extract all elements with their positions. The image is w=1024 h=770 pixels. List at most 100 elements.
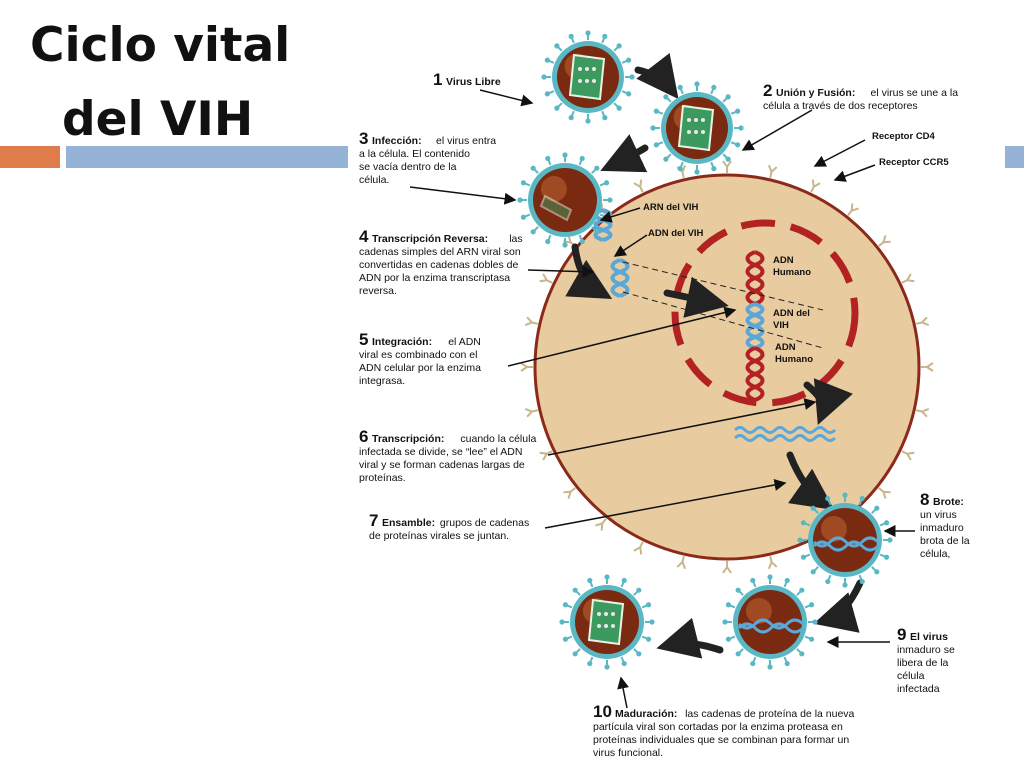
step-description-line: el virus entra [436, 135, 496, 147]
step-number: 3 [359, 129, 368, 148]
step-description-line: las cadenas de proteína de la nueva [685, 708, 854, 720]
step-number: 6 [359, 427, 368, 446]
label-adn-humano-1: ADN [773, 255, 794, 266]
step-description-line: de proteínas virales se juntan. [369, 530, 509, 542]
viral-rna-strands-icon [733, 426, 837, 442]
step-description-line: libera de la [897, 657, 949, 669]
receptor-icon [878, 235, 891, 247]
label-adn-del-vih: ADN del [773, 308, 810, 319]
label-adn-humano-2: ADN [775, 342, 796, 353]
human-dna-bottom-icon [745, 346, 765, 402]
receptor-icon [520, 362, 533, 372]
receptor-icon [524, 408, 539, 418]
label-adn-humano-1b: Humano [773, 267, 811, 278]
step-description-line: célula [897, 670, 925, 682]
step-number: 1 [433, 70, 442, 89]
step-number: 2 [763, 81, 772, 100]
receptor-icon [633, 541, 644, 555]
step-heading: Maduración: [615, 708, 677, 720]
step-description-line: ADN celular por la enzima [359, 362, 481, 374]
step-description-line: célula, [920, 548, 950, 560]
receptor-icon [722, 561, 732, 574]
step-heading: El virus [910, 631, 948, 643]
label-receptor-cd4: Receptor CD4 [872, 131, 936, 142]
step-description-line: virus funcional. [593, 747, 663, 759]
step-description-line: partícula viral son cortadas por la enzi… [593, 721, 843, 733]
receptor-icon [539, 273, 553, 284]
step-number: 5 [359, 330, 368, 349]
receptor-icon [878, 487, 891, 499]
released-virus-icon [722, 574, 818, 670]
binding-virus-icon [650, 81, 744, 175]
step-number: 10 [593, 702, 612, 721]
step-heading: Infección: [372, 135, 422, 147]
entering-virus-icon [517, 152, 613, 248]
receptor-icon [810, 179, 821, 193]
hiv-life-cycle-diagram: ARN del VIH ADN del VIH ADN Humano ADN d… [345, 10, 1005, 765]
label-adn-del-vih-b: VIH [773, 320, 789, 331]
label-arn-vih: ARN del VIH [643, 202, 699, 213]
step-description-line: convertidas en cadenas dobles de [359, 259, 519, 271]
label-adn-humano-2b: Humano [775, 354, 813, 365]
step-description-line: un virus [920, 509, 957, 521]
step-description-line: inmaduro se [897, 644, 955, 656]
receptor-icon [901, 273, 915, 284]
label-receptor-ccr5: Receptor CCR5 [879, 157, 949, 168]
step-description-line: reversa. [359, 285, 397, 297]
receptor-icon [921, 362, 934, 372]
receptor-icon [563, 487, 576, 499]
viral-dna-integrated-icon [745, 302, 765, 350]
receptor-icon [768, 164, 778, 179]
receptor-icon [539, 450, 553, 461]
step-2-text: 2 Unión y Fusión: el virus se une a lacélu… [763, 81, 958, 112]
step-heading: Unión y Fusión: [776, 87, 855, 99]
step-description-line: grupos de cadenas [440, 517, 529, 529]
label-adn-vih: ADN del VIH [648, 228, 704, 239]
step-description-line: proteínas. [359, 472, 406, 484]
step-description-line: célula a través de dos receptores [763, 100, 918, 112]
step-description-line: célula. [359, 174, 389, 186]
step-description-line: infectada [897, 683, 940, 695]
step-description-line: se vacía dentro de la [359, 161, 457, 173]
receptor-icon [722, 160, 732, 173]
step-description-line: ADN por la enzima transcriptasa [359, 272, 510, 284]
step-description-line: proteínas individuales que se combinan p… [593, 734, 849, 746]
step-heading: Brote: [933, 496, 964, 508]
title-underline-bar-right [1005, 146, 1024, 168]
step-heading: Ensamble: [382, 517, 435, 529]
step-description-line: infectada se divide, se “lee” el ADN [359, 446, 522, 458]
receptor-icon [524, 316, 539, 326]
step-number: 9 [897, 625, 906, 644]
accent-bar [0, 146, 60, 168]
title-underline-bar [66, 146, 348, 168]
host-cell [533, 173, 921, 561]
receptor-icon [633, 179, 644, 193]
step-description-line: integrasa. [359, 375, 405, 387]
step-description-line: a la célula. El contenido [359, 148, 470, 160]
step-heading: Virus Libre [446, 76, 501, 88]
step-heading: Transcripción Reversa: [372, 233, 488, 245]
step-description-line: el ADN [448, 336, 481, 348]
mature-virus-icon [559, 574, 655, 670]
receptor-icon [915, 408, 930, 418]
receptor-icon [768, 555, 778, 570]
receptor-icon [915, 316, 930, 326]
free-virus-icon [541, 30, 635, 124]
step-number: 7 [369, 511, 378, 530]
nucleus [671, 219, 859, 407]
step-description-line: cadenas simples del ARN viral son [359, 246, 521, 258]
step-description-line: las [509, 233, 522, 245]
step-description-line: el virus se une a la [871, 87, 959, 99]
step-number: 8 [920, 490, 929, 509]
step-heading: Integración: [372, 336, 432, 348]
receptor-icon [595, 518, 607, 531]
slide-title-line2: del VIH [62, 92, 254, 147]
step-number: 4 [359, 227, 369, 246]
